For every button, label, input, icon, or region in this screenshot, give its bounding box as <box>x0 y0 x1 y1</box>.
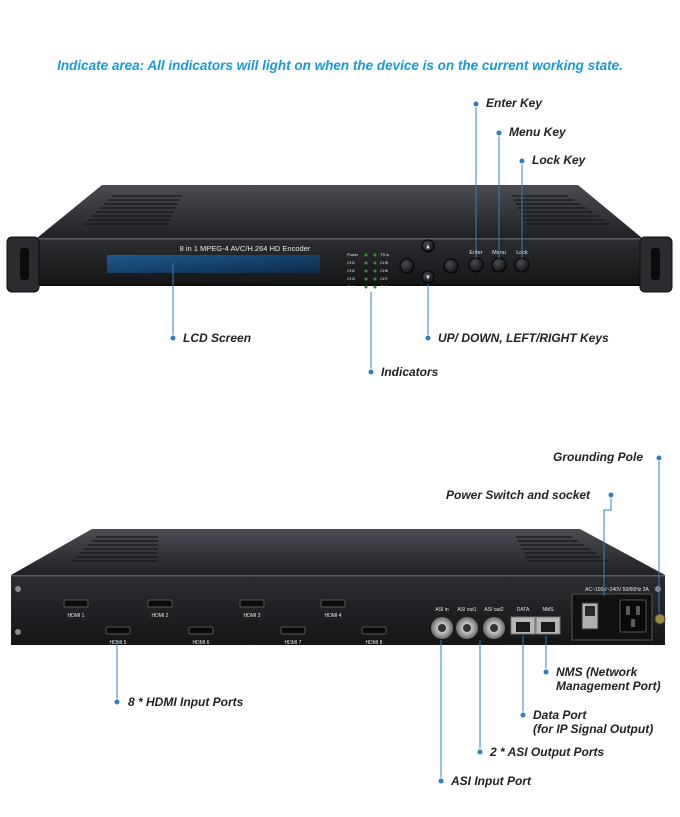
hdmi-port[interactable] <box>105 626 131 635</box>
nms-port-label: NMS <box>542 607 554 613</box>
data-port-label: DATA <box>517 607 530 613</box>
up-key[interactable] <box>421 239 435 253</box>
headline: Indicate area: All indicators will light… <box>57 58 623 73</box>
navigation-keys[interactable]: ▲ ▼ <box>399 239 459 284</box>
hdmi-ports-callout: 8 * HDMI Input Ports <box>128 695 244 709</box>
hdmi-port-group: HDMI 1 HDMI 2 HDMI 3 HDMI 4 HDMI 5 HDMI … <box>63 599 387 646</box>
asi-label: ASI out1 <box>457 607 476 613</box>
callout-dot <box>169 334 177 342</box>
hdmi-port[interactable] <box>188 626 214 635</box>
indicator-led <box>373 253 377 257</box>
indicator-led <box>364 253 368 257</box>
indicator-label: CH5 <box>380 260 389 265</box>
hdmi-label: HDMI 6 <box>193 640 210 646</box>
hdmi-label: HDMI 4 <box>325 613 342 619</box>
callout-dot <box>542 668 550 676</box>
callout-dot <box>367 368 375 376</box>
model-text: 8 in 1 MPEG-4 AVC/H.264 HD Encoder <box>180 244 311 253</box>
data-port-callout-line1: Data Port <box>533 708 587 722</box>
lcd-screen-callout: LCD Screen <box>183 331 252 345</box>
power-module: AC~100V~240V 50/60Hz 2A <box>571 587 653 641</box>
asi-label: ASI in <box>435 607 449 613</box>
power-switch-callout: Power Switch and socket <box>446 488 591 502</box>
indicator-panel: Power CH1 CH2 CH3 CH4 TS in CH5 CH6 CH7 … <box>347 252 389 289</box>
asi-output-callout: 2 * ASI Output Ports <box>490 745 605 759</box>
asi-connector-group: ASI in ASI out1 ASI out2 <box>431 607 505 639</box>
power-spec: AC~100V~240V 50/60Hz 2A <box>585 587 649 593</box>
menu-key-callout: Menu Key <box>509 125 566 139</box>
indicator-led <box>373 285 377 289</box>
indicator-led <box>364 269 368 273</box>
right-key[interactable] <box>443 258 459 274</box>
callout-dot <box>472 100 480 108</box>
nms-port-callout-line1: NMS (Network <box>556 665 638 679</box>
up-arrow-icon: ▲ <box>425 244 432 251</box>
indicator-led <box>364 285 368 289</box>
indicator-label: Power <box>347 252 359 257</box>
indicator-label: CH8 <box>380 284 389 289</box>
callout-dot <box>113 698 121 706</box>
lock-key[interactable] <box>514 257 530 273</box>
hdmi-label: HDMI 2 <box>152 613 169 619</box>
callout-dot <box>607 491 615 499</box>
front-chassis <box>6 185 673 293</box>
menu-key[interactable] <box>491 257 507 273</box>
indicator-led <box>373 277 377 281</box>
down-key[interactable] <box>421 270 435 284</box>
indicator-label: CH7 <box>380 276 389 281</box>
hdmi-label: HDMI 7 <box>285 640 302 646</box>
hdmi-port[interactable] <box>280 626 306 635</box>
indicators-callout: Indicators <box>381 365 439 379</box>
callout-dot <box>424 334 432 342</box>
hdmi-port[interactable] <box>361 626 387 635</box>
enter-key-callout: Enter Key <box>486 96 543 110</box>
rear-callout-lines <box>116 458 660 781</box>
indicator-label: CH3 <box>347 276 356 281</box>
front-callout-lines <box>172 104 523 372</box>
indicator-label: CH6 <box>380 268 389 273</box>
enter-key[interactable] <box>468 257 484 273</box>
indicator-led <box>364 261 368 265</box>
asi-label: ASI out2 <box>484 607 503 613</box>
indicator-label: CH1 <box>347 260 356 265</box>
indicator-label: TS in <box>380 252 389 257</box>
hdmi-label: HDMI 5 <box>110 640 127 646</box>
left-key[interactable] <box>399 258 415 274</box>
callout-dot <box>655 454 663 462</box>
power-socket[interactable] <box>619 599 647 633</box>
lock-key-callout: Lock Key <box>532 153 586 167</box>
hdmi-label: HDMI 3 <box>244 613 261 619</box>
hdmi-port[interactable] <box>239 599 265 608</box>
grounding-pole <box>654 613 666 625</box>
data-port-callout-line2: (for IP Signal Output) <box>533 722 654 736</box>
hdmi-port[interactable] <box>320 599 346 608</box>
hdmi-port[interactable] <box>147 599 173 608</box>
hdmi-label: HDMI 8 <box>366 640 383 646</box>
indicator-led <box>373 269 377 273</box>
callout-dot <box>437 777 445 785</box>
callout-dot <box>495 129 503 137</box>
navigation-keys-callout: UP/ DOWN, LEFT/RIGHT Keys <box>438 331 609 345</box>
callout-dot <box>518 157 526 165</box>
hdmi-label: HDMI 1 <box>68 613 85 619</box>
asi-input-callout: ASI Input Port <box>451 774 531 788</box>
hdmi-port[interactable] <box>63 599 89 608</box>
callout-dot <box>476 748 484 756</box>
down-arrow-icon: ▼ <box>425 275 432 282</box>
indicator-label: CH2 <box>347 268 356 273</box>
indicator-led <box>364 277 368 281</box>
nms-port-callout-line2: Management Port) <box>556 679 661 693</box>
grounding-pole-callout: Grounding Pole <box>553 450 643 464</box>
indicator-led <box>373 261 377 265</box>
lcd-screen <box>107 255 320 273</box>
indicator-label: CH4 <box>347 284 356 289</box>
callout-dot <box>519 711 527 719</box>
